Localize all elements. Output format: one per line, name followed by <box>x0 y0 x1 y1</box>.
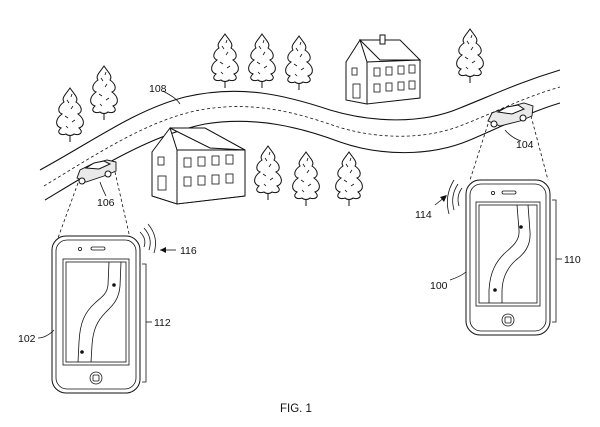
house-icon <box>151 126 246 205</box>
tree-icon <box>335 151 363 207</box>
trees <box>56 28 484 207</box>
right-signal-label: 114 <box>415 209 432 221</box>
left-car-label: 106 <box>97 197 115 209</box>
right-device-label: 100 <box>430 280 448 292</box>
tree-icon <box>248 33 276 89</box>
screen-bracket <box>552 199 562 323</box>
tree-icon <box>211 33 239 89</box>
leader-lines <box>37 90 522 339</box>
left-signal-label: 116 <box>180 245 197 257</box>
house-icon <box>345 34 422 105</box>
right-screen-label: 110 <box>564 254 581 266</box>
wireless-signal-icon <box>139 223 156 254</box>
screen-bracket <box>142 263 152 383</box>
car-icon <box>487 102 534 128</box>
tree-icon <box>456 28 484 84</box>
road <box>39 69 561 201</box>
tree-icon <box>254 145 282 201</box>
smartphone-icon <box>51 235 141 394</box>
tree-icon <box>292 151 320 207</box>
left-device-label: 102 <box>18 333 36 345</box>
right-car-label: 104 <box>516 139 534 151</box>
left-screen-label: 112 <box>154 317 171 329</box>
road-label: 108 <box>149 83 167 95</box>
car-icon <box>76 159 117 185</box>
tree-icon <box>285 35 313 91</box>
tree-icon <box>56 87 84 143</box>
wireless-signal-icon <box>446 179 463 215</box>
tree-icon <box>90 65 118 121</box>
figure-caption: FIG. 1 <box>280 403 312 415</box>
projection-lines <box>57 115 549 239</box>
smartphone-icon <box>465 179 551 336</box>
